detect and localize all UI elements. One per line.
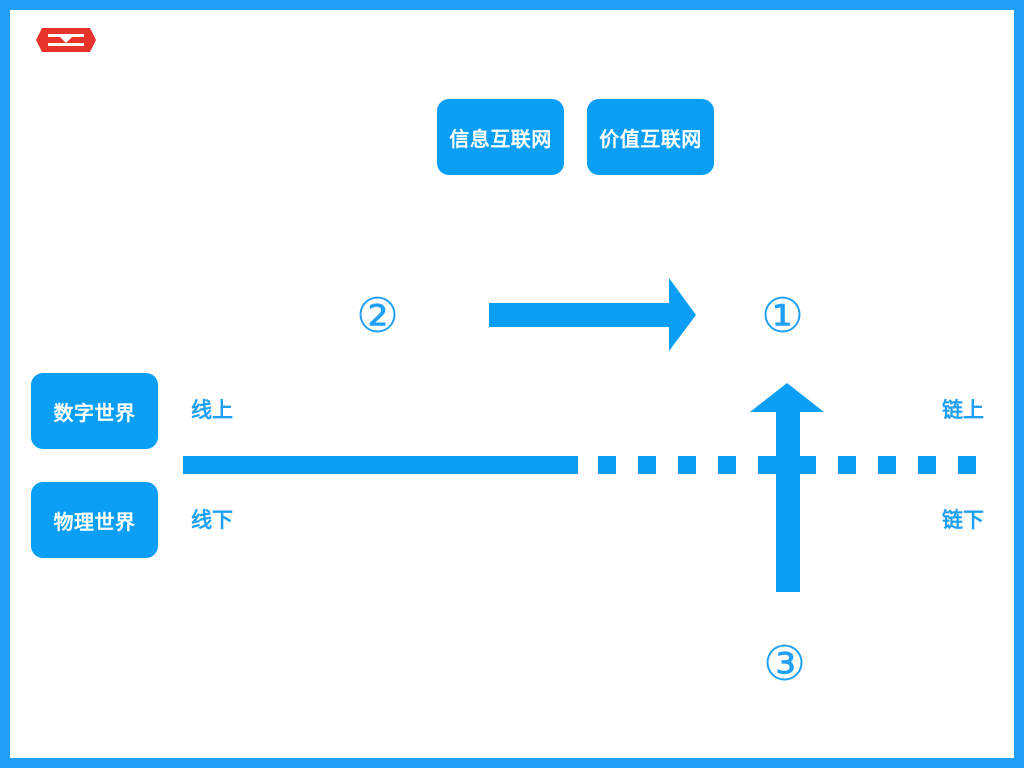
solid-divider-line xyxy=(183,456,578,474)
diagram-lines xyxy=(183,278,976,592)
dotted-divider-line xyxy=(598,456,976,474)
on-chain-label: 链上 xyxy=(942,398,984,422)
up-arrow-icon xyxy=(750,383,824,592)
step-one-marker: ① xyxy=(761,288,805,344)
online-label: 线上 xyxy=(191,398,233,422)
physical-world-box: 物理世界 xyxy=(31,482,158,558)
red-hexagon-logo-icon xyxy=(36,28,96,52)
info-internet-box: 信息互联网 xyxy=(437,99,564,175)
offline-label: 线下 xyxy=(191,508,233,532)
step-three-marker: ③ xyxy=(763,636,807,692)
off-chain-label: 链下 xyxy=(942,508,984,532)
step-two-marker: ② xyxy=(356,288,400,344)
digital-world-box: 数字世界 xyxy=(31,373,158,449)
value-internet-box: 价值互联网 xyxy=(587,99,714,175)
info-internet-label: 信息互联网 xyxy=(449,126,552,151)
value-internet-label: 价值互联网 xyxy=(599,126,702,151)
physical-world-label: 物理世界 xyxy=(53,509,136,534)
right-arrow-icon xyxy=(489,278,696,351)
digital-world-label: 数字世界 xyxy=(53,400,136,425)
